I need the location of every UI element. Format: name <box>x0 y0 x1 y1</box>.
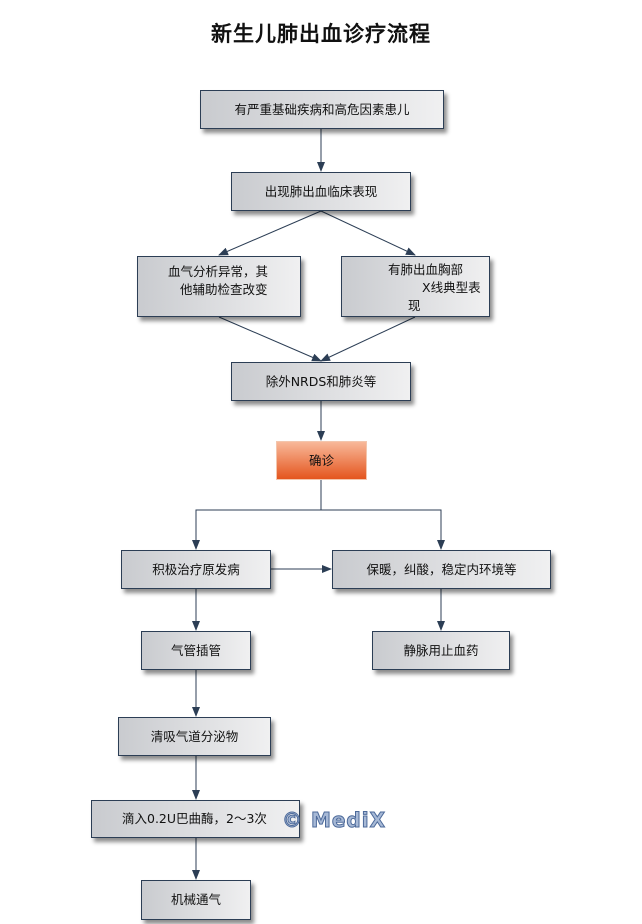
node-intubation: 气管插管 <box>141 631 251 670</box>
node-warmth-acidosis: 保暖，纠酸，稳定内环境等 <box>332 550 551 589</box>
node-hemostatic: 静脉用止血药 <box>372 631 510 670</box>
node-suction: 清吸气道分泌物 <box>118 717 271 756</box>
node-blood-gas-line2: 他辅助检查改变 <box>180 282 268 297</box>
node-xray-line1: 有肺出血胸部 <box>388 262 464 277</box>
node-diagnosis: 确诊 <box>276 441 367 480</box>
node-exclude-nrds: 除外NRDS和肺炎等 <box>231 362 411 401</box>
arrow-6-8 <box>321 509 445 550</box>
arrow-4-5 <box>320 316 416 362</box>
node-blood-gas-line1: 血气分析异常，其 <box>168 264 269 279</box>
arrow-6-7 <box>192 480 322 550</box>
node-high-risk-infant: 有严重基础疾病和高危因素患儿 <box>200 90 444 129</box>
node-hemocoagulase: 滴入0.2U巴曲酶，2～3次 <box>91 800 300 838</box>
node-clinical-signs: 出现肺出血临床表现 <box>231 172 411 211</box>
node-xray-line3: 现 <box>408 298 421 313</box>
page-title: 新生儿肺出血诊疗流程 <box>211 22 431 46</box>
node-xray-line2: X线典型表 <box>422 280 481 295</box>
medix-watermark: © MediX <box>281 808 387 833</box>
node-treat-primary: 积极治疗原发病 <box>121 550 271 589</box>
arrow-2-3 <box>218 210 322 256</box>
arrow-3-5 <box>218 316 322 362</box>
node-xray: 有肺出血胸部 X线典型表 现 <box>341 256 490 317</box>
node-ventilation: 机械通气 <box>141 880 251 920</box>
node-blood-gas: 血气分析异常，其 他辅助检查改变 <box>137 256 301 317</box>
arrow-2-4 <box>320 210 416 256</box>
